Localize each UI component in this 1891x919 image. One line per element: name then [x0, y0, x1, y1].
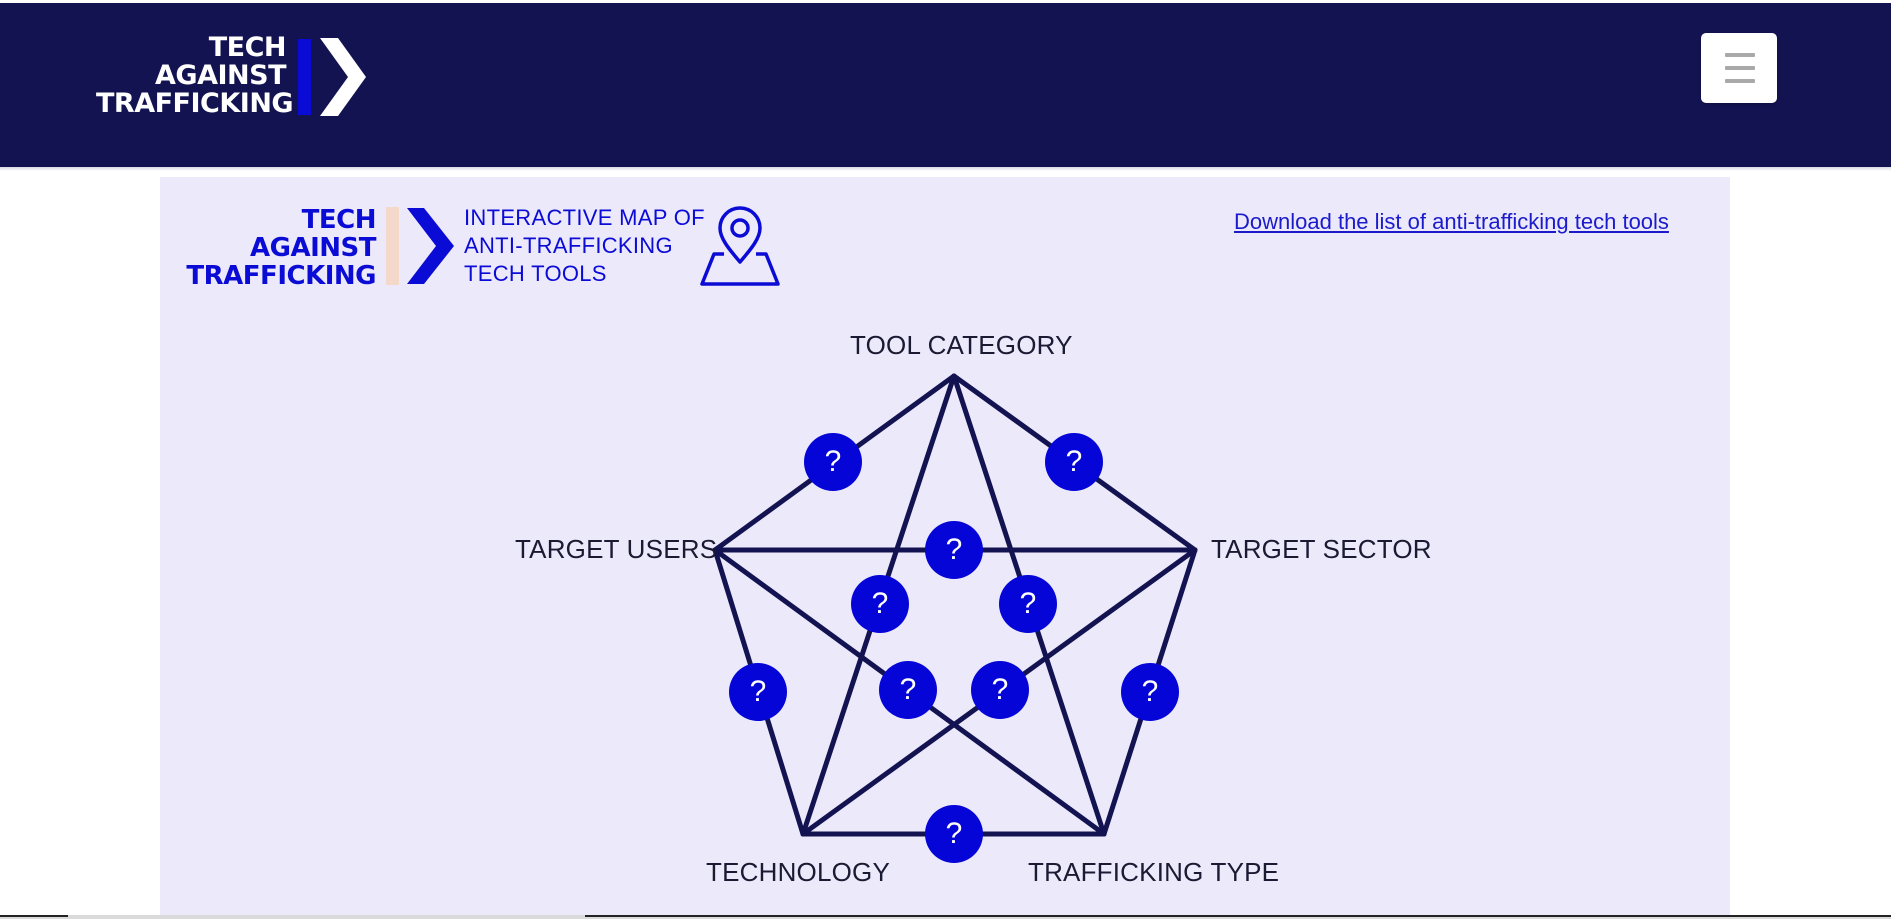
map-title-line-3: TECH TOOLS	[464, 261, 607, 286]
help-button-category-technology[interactable]: ?	[851, 575, 909, 633]
help-button-sector-trafficking[interactable]: ?	[1121, 663, 1179, 721]
map-title-line-2: ANTI-TRAFFICKING	[464, 233, 673, 258]
map-logo-accent-bar	[386, 207, 399, 285]
top-navbar	[0, 3, 1891, 167]
logo-line-1: TECH	[208, 32, 287, 63]
map-title: INTERACTIVE MAP OF ANTI-TRAFFICKING TECH…	[464, 204, 705, 288]
help-button-category-trafficking[interactable]: ?	[999, 575, 1057, 633]
navbar-shadow	[0, 167, 1891, 171]
logo-line-2: AGAINST	[155, 60, 286, 91]
help-button-sector-technology[interactable]: ?	[971, 661, 1029, 719]
help-button-users-trafficking[interactable]: ?	[879, 661, 937, 719]
help-button-category-sector[interactable]: ?	[1045, 433, 1103, 491]
help-button-users-sector[interactable]: ?	[925, 521, 983, 579]
map-logo-line-3: TRAFFICKING	[186, 261, 376, 291]
node-tool-category[interactable]: TOOL CATEGORY	[850, 330, 1073, 360]
map-logo-line-2: AGAINST	[250, 233, 376, 263]
menu-button[interactable]	[1701, 33, 1777, 103]
help-button-technology-trafficking[interactable]: ?	[925, 805, 983, 863]
help-button-users-technology[interactable]: ?	[729, 663, 787, 721]
logo-line-3: TRAFFICKING	[96, 88, 294, 119]
map-logo: TECH AGAINST TRAFFICKING	[186, 206, 376, 290]
node-target-users[interactable]: TARGET USERS	[515, 534, 718, 564]
help-button-category-users[interactable]: ?	[804, 433, 862, 491]
chevron-right-icon	[320, 38, 366, 116]
download-tools-list-link[interactable]: Download the list of anti-trafficking te…	[1234, 209, 1669, 234]
map-pin-icon	[700, 206, 780, 286]
bottom-scroll-edge	[0, 915, 1891, 919]
logo-accent-bar	[298, 39, 311, 115]
map-logo-line-1: TECH	[301, 205, 377, 235]
map-title-line-1: INTERACTIVE MAP OF	[464, 205, 705, 230]
site-logo[interactable]: TECH AGAINST TRAFFICKING	[96, 32, 294, 119]
chevron-right-icon	[407, 208, 454, 284]
node-trafficking-type[interactable]: TRAFFICKING TYPE	[1028, 857, 1280, 887]
node-technology[interactable]: TECHNOLOGY	[706, 857, 891, 887]
node-target-sector[interactable]: TARGET SECTOR	[1211, 534, 1432, 564]
